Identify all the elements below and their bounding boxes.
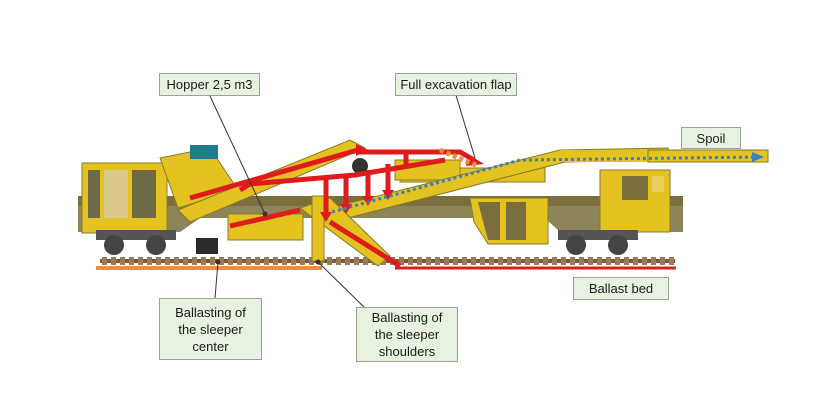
sleeper: [597, 257, 602, 265]
sleeper: [219, 257, 224, 265]
full-excavation-flap-label: Full excavation flap: [395, 73, 517, 96]
sleeper: [435, 257, 440, 265]
right-cab: [599, 169, 671, 233]
sleeper: [615, 257, 620, 265]
sleeper: [408, 257, 413, 265]
sleeper: [552, 257, 557, 265]
sleeper: [588, 257, 593, 265]
sleeper: [165, 257, 170, 265]
sleeper: [120, 257, 125, 265]
sleeper: [534, 257, 539, 265]
sleeper: [291, 257, 296, 265]
sleeper: [264, 257, 269, 265]
sleeper: [147, 257, 152, 265]
sleeper: [633, 257, 638, 265]
sleeper-center-label: Ballasting of the sleeper center: [159, 298, 262, 360]
sleeper: [156, 257, 161, 265]
sleeper: [669, 257, 674, 265]
sleeper: [102, 257, 107, 265]
left-cab: [81, 162, 168, 234]
sleeper: [642, 257, 647, 265]
sleeper: [426, 257, 431, 265]
sleeper: [579, 257, 584, 265]
sleeper: [138, 257, 143, 265]
sleeper: [192, 257, 197, 265]
sleeper: [255, 257, 260, 265]
sleeper: [444, 257, 449, 265]
right-bogie: [558, 230, 638, 255]
sleeper: [525, 257, 530, 265]
sleeper: [624, 257, 629, 265]
pulley: [352, 158, 368, 174]
hopper-label: Hopper 2,5 m3: [159, 73, 260, 96]
hopper: [159, 145, 304, 254]
sleeper: [228, 257, 233, 265]
sleeper: [246, 257, 251, 265]
sleeper: [453, 257, 458, 265]
shoulder-chute-post: [311, 195, 325, 262]
spoil-discharge-belt: [647, 149, 769, 163]
sleeper: [462, 257, 467, 265]
spoil-flow-arrow: [331, 155, 761, 214]
sleeper: [417, 257, 422, 265]
sleeper: [480, 257, 485, 265]
sleeper: [570, 257, 575, 265]
spoil-label: Spoil: [681, 127, 741, 149]
sleeper: [516, 257, 521, 265]
sleeper: [561, 257, 566, 265]
sleeper: [651, 257, 656, 265]
sleeper: [336, 257, 341, 265]
leader-lines: [209, 91, 476, 309]
sleeper: [201, 257, 206, 265]
sleeper: [363, 257, 368, 265]
sleeper: [174, 257, 179, 265]
ballast-flow-arrows: [189, 147, 476, 269]
sleeper: [111, 257, 116, 265]
sleeper: [660, 257, 665, 265]
middle-cabin: [469, 197, 549, 245]
sleeper: [237, 257, 242, 265]
sleeper: [327, 257, 332, 265]
left-bogie: [96, 230, 176, 255]
sleeper: [399, 257, 404, 265]
sleeper-shoulders-label: Ballasting of the sleeper shoulders: [356, 307, 458, 362]
sleeper: [300, 257, 305, 265]
sleeper: [543, 257, 548, 265]
sleeper: [129, 257, 134, 265]
sleeper: [183, 257, 188, 265]
sleeper: [606, 257, 611, 265]
sleeper: [345, 257, 350, 265]
sleeper: [507, 257, 512, 265]
sleeper: [354, 257, 359, 265]
sleeper: [210, 257, 215, 265]
sleeper: [282, 257, 287, 265]
sleeper: [489, 257, 494, 265]
sleeper: [471, 257, 476, 265]
sleeper: [498, 257, 503, 265]
sleeper: [273, 257, 278, 265]
ballast-bed-label: Ballast bed: [573, 277, 669, 300]
